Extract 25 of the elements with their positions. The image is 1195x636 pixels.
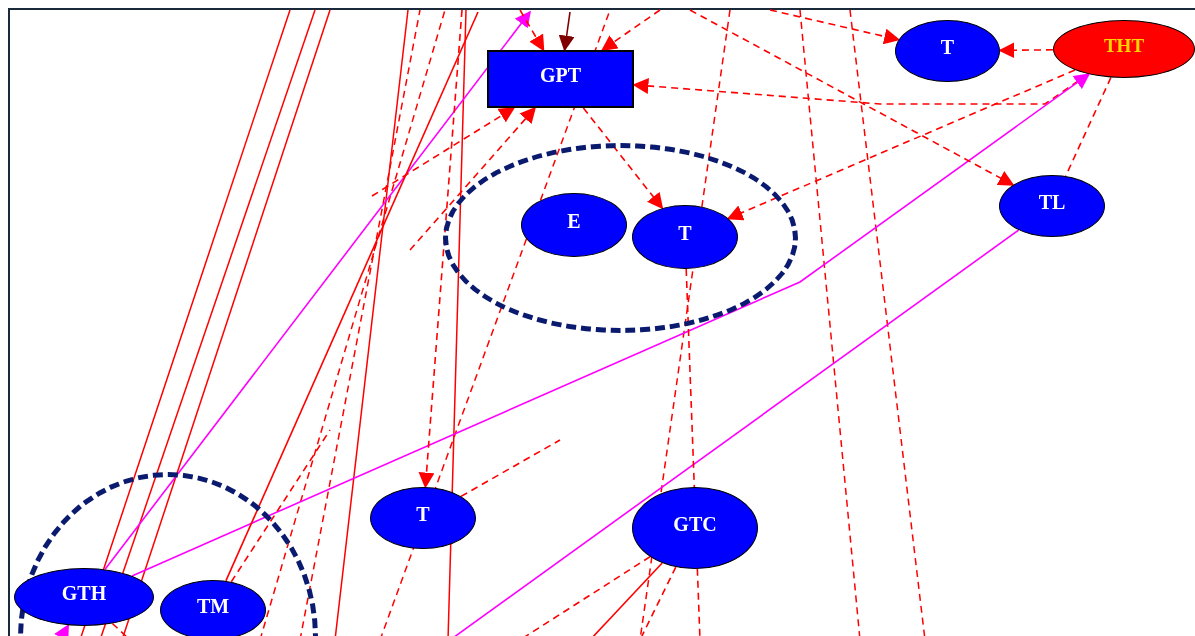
connector-line [460,439,561,498]
arrow [582,107,664,210]
ellipse-node: THT [1053,20,1195,78]
ellipse-node: TM [160,580,266,636]
arrow [601,9,661,51]
arrow [726,69,1076,221]
connector-line [225,11,479,582]
cluster-outline [443,143,798,333]
arrow [558,11,575,52]
arrow [409,106,537,251]
arrow [418,9,463,489]
ellipse-node: T [632,205,738,269]
arrow [371,107,516,197]
ellipse-node: GTH [14,568,154,626]
ellipse-node: GTC [632,487,758,569]
process-box: GPT [487,50,634,108]
ellipse-node: E [521,193,627,257]
arrow [998,42,1054,59]
ellipse-node: T [895,20,1000,82]
arrow [519,9,545,52]
ellipse-node: T [370,487,476,549]
arrow [689,9,1015,186]
ellipse-node: TL [999,175,1105,237]
arrow [131,73,1091,577]
arrow [769,9,901,45]
